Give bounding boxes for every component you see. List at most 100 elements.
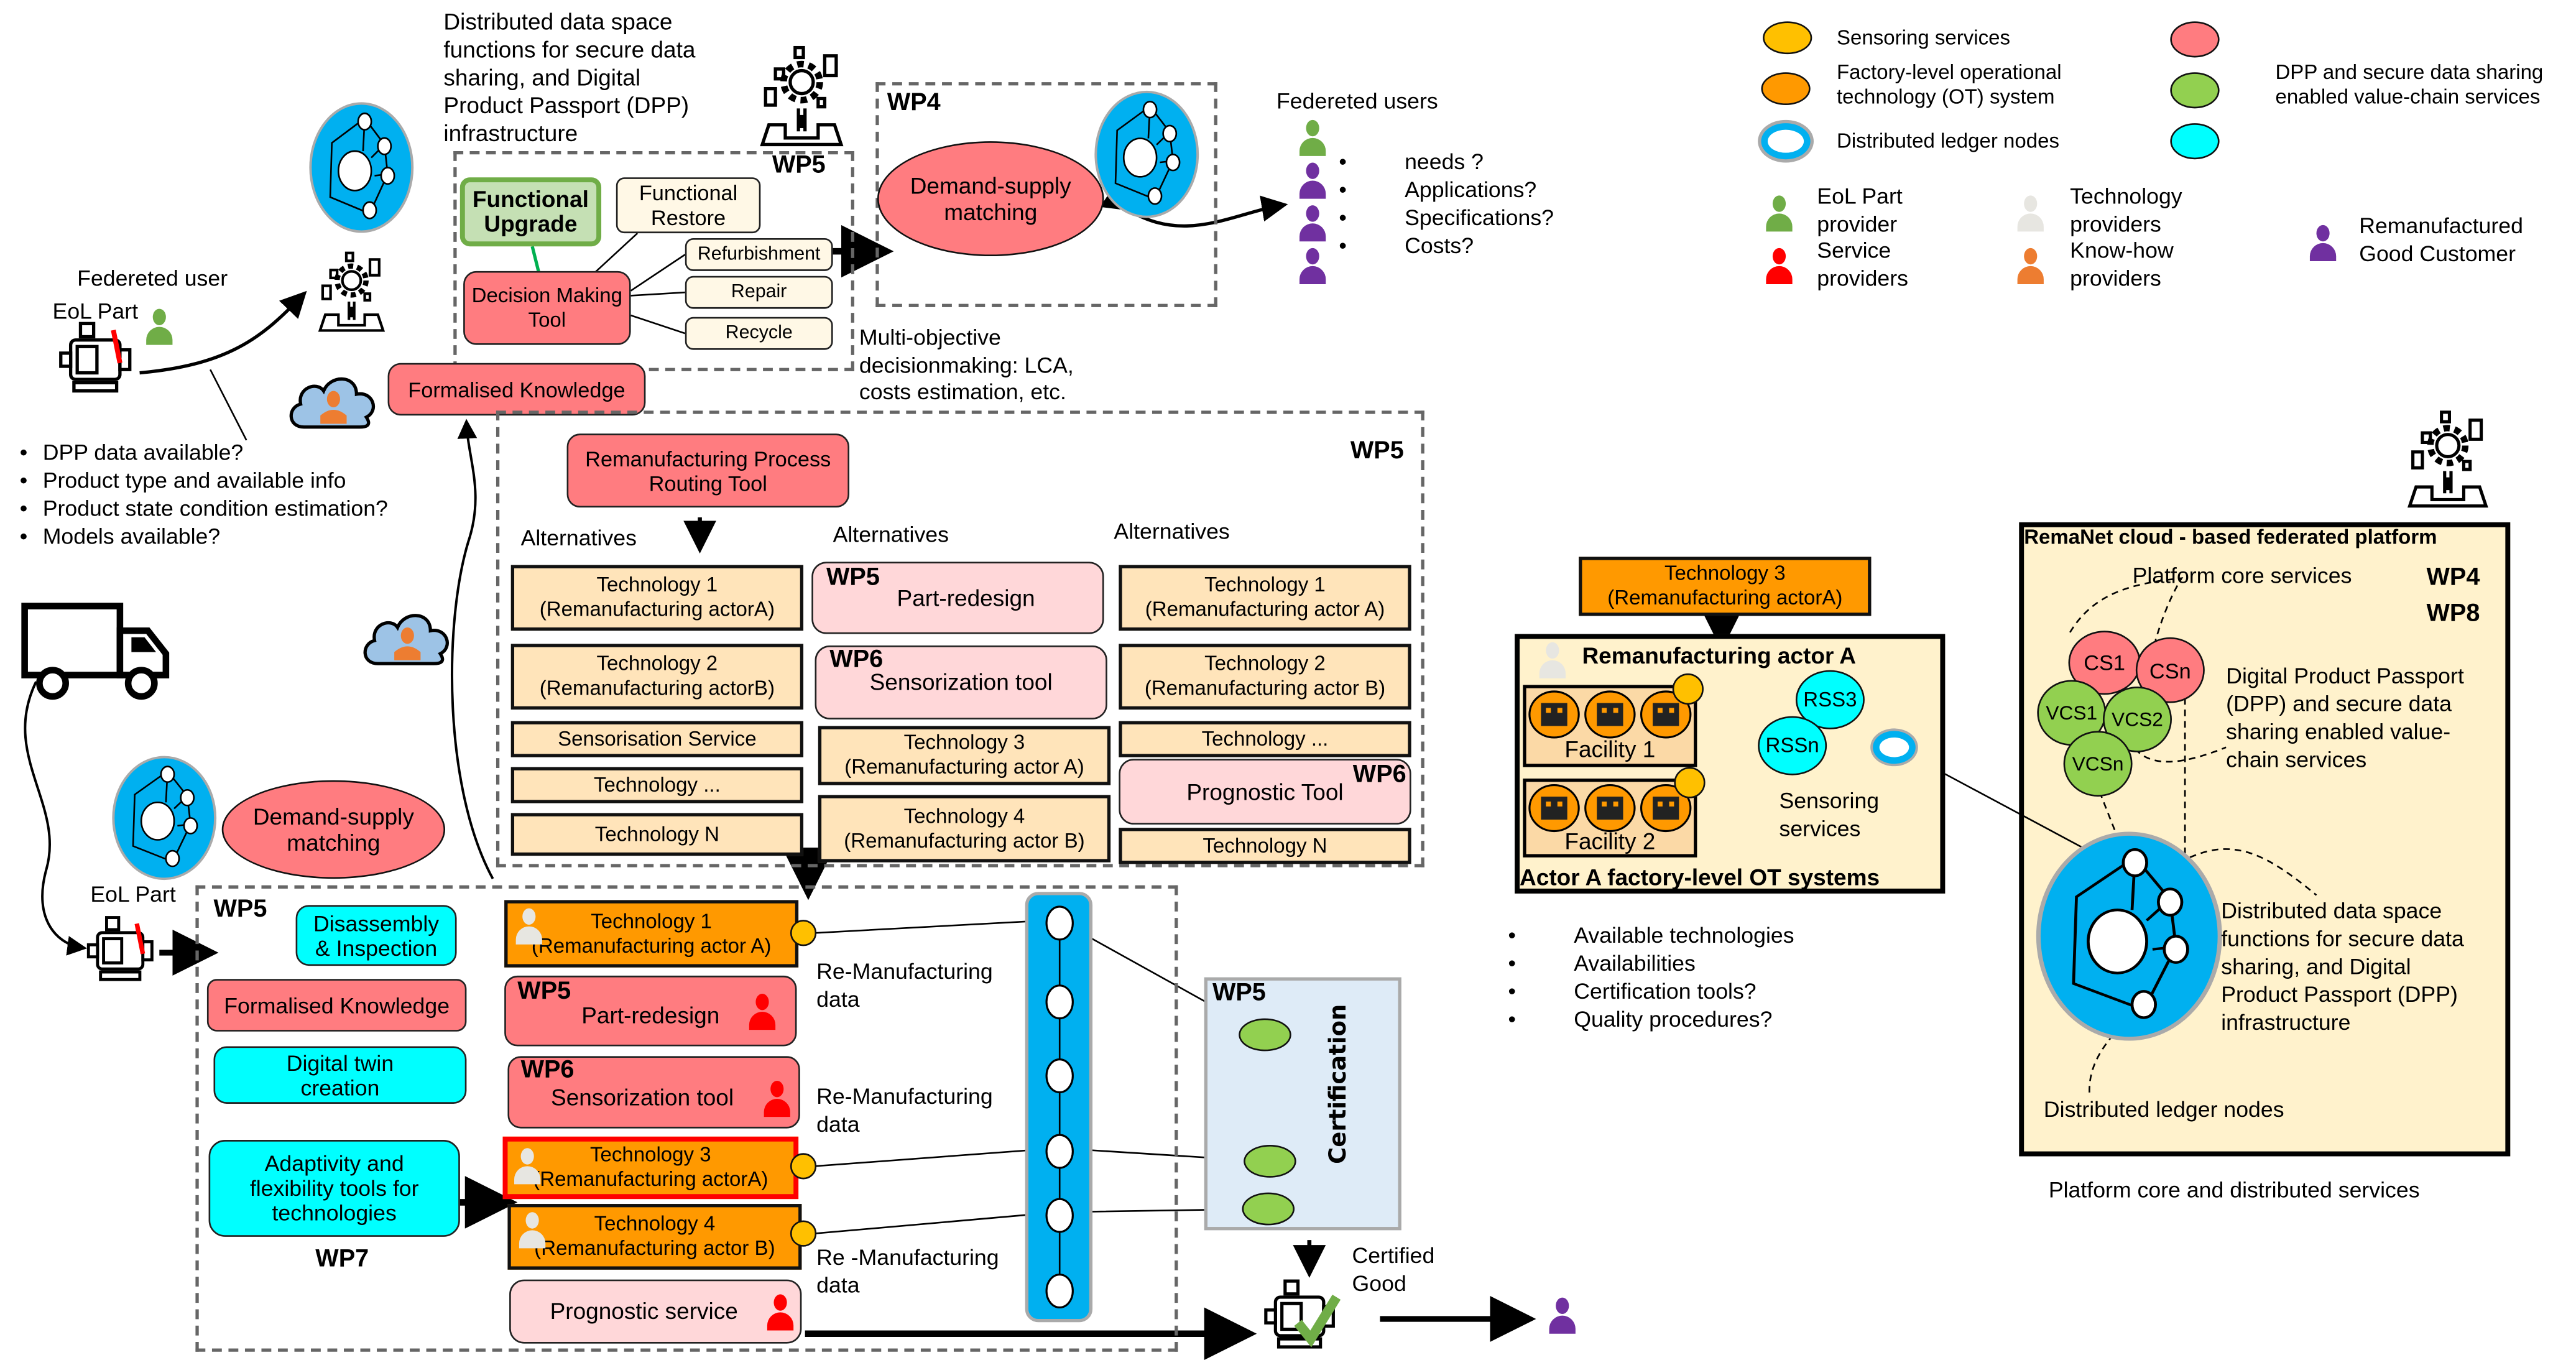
eol-provider-person-icon	[1766, 195, 1793, 232]
ledger-node	[1045, 1134, 1074, 1169]
adaptivity-tools-box[interactable]: Adaptivity and flexibility tools for tec…	[208, 1140, 460, 1237]
question-pointer-line	[210, 369, 247, 441]
gear-platform-icon	[312, 243, 391, 341]
facility-label: Facility 1	[1564, 736, 1656, 762]
disassembly-inspection-box[interactable]: Disassembly & Inspection	[295, 905, 457, 966]
refurbishment-box[interactable]: Refurbishment	[685, 238, 833, 271]
technology-box[interactable]: Technology 4 (Remanufacturing actor B)	[818, 795, 1111, 863]
sensorization-tool-box[interactable]: WP6 Sensorization tool	[507, 1056, 800, 1129]
ledger-node	[1045, 984, 1074, 1020]
bidirectional-arrow	[1100, 185, 1288, 228]
part-redesign-box[interactable]: WP5 Part-redesign	[504, 975, 797, 1047]
motor-icon	[57, 320, 139, 394]
technology-3-box[interactable]: Technology 3 (Remanufacturing actorA)	[1579, 557, 1872, 616]
technology-provider-person-icon	[519, 1212, 546, 1249]
legend-cyan-swatch	[2170, 123, 2220, 160]
service-provider-person-icon	[764, 1080, 790, 1117]
truck-icon	[20, 601, 171, 703]
functional-restore-box[interactable]: Functional Restore	[616, 177, 761, 234]
question-item: Models available?	[20, 522, 388, 550]
truck-to-eol-curve	[24, 681, 87, 956]
technology-box[interactable]: Technology 3 (Remanufacturing actor A)	[818, 726, 1111, 785]
repair-box[interactable]: Repair	[685, 275, 833, 309]
bottom-wp5-box	[195, 885, 1178, 1352]
part-redesign-label: Part-redesign	[581, 1002, 720, 1029]
platform-title: RemaNet cloud - based federated platform	[2024, 525, 2437, 549]
facility-label: Facility 2	[1564, 828, 1656, 854]
alternatives-label: Alternatives	[833, 522, 949, 547]
wp5-label: WP5	[517, 977, 571, 1006]
customer-person-icon	[1299, 205, 1326, 242]
sensoring-service-node	[790, 920, 817, 946]
up-arrow-to-knowledge	[451, 419, 494, 880]
part-redesign-box[interactable]: WP5 Part-redesign	[811, 562, 1104, 634]
eol-part-label: EoL Part	[52, 298, 139, 324]
technology-1-box[interactable]: Technology 1 (Remanufacturing actor A)	[504, 900, 799, 968]
ledger-nodes-label: Distributed ledger nodes	[2043, 1097, 2284, 1122]
demand-supply-matching[interactable]: Demand-supply matching	[877, 141, 1104, 257]
formalised-knowledge-box[interactable]: Formalised Knowledge	[206, 979, 467, 1032]
network-icon	[112, 756, 217, 881]
sensoring-services-label: Sensoring services	[1779, 788, 1880, 841]
legend-eol-label: EoL Part provider	[1817, 183, 1903, 236]
prognostic-service-label: Prognostic service	[550, 1297, 738, 1324]
distributed-data-space-icon	[2036, 831, 2223, 1041]
wp5-label: WP5	[772, 150, 826, 179]
network-icon	[309, 102, 414, 233]
certification-label: Certification	[1326, 1004, 1352, 1164]
prognostic-tool-box[interactable]: Prognostic Tool WP6	[1119, 759, 1411, 825]
sensorization-label: Sensorization tool	[551, 1083, 734, 1110]
sensorisation-service-box[interactable]: Sensorisation Service	[510, 721, 804, 757]
facility-2-box: Facility 2	[1523, 778, 1697, 858]
routing-tool-box[interactable]: Remanufacturing Process Routing Tool	[566, 433, 850, 508]
demand-supply-matching[interactable]: Demand-supply matching	[221, 780, 446, 879]
decision-making-tool-box[interactable]: Decision Making Tool	[463, 271, 631, 345]
technology-box[interactable]: Technology ...	[1119, 721, 1411, 757]
service-provider-person-icon	[1766, 247, 1793, 284]
technology-label: Technology 1 (Remanufacturing actor A)	[531, 909, 772, 957]
question-item: Availabilities	[1508, 950, 1794, 978]
technology-box[interactable]: Technology 1 (Remanufacturing actor A)	[1119, 565, 1411, 631]
technology-box[interactable]: Technology N	[510, 813, 804, 856]
legend-sensoring-swatch	[1763, 21, 1812, 55]
wp7-label: WP7	[315, 1245, 369, 1274]
technology-3-box[interactable]: Technology 3 (Remanufacturing actorA)	[502, 1136, 799, 1200]
wp6-label: WP6	[520, 1056, 575, 1085]
technology-box[interactable]: Technology 2 (Remanufacturing actorB)	[510, 644, 804, 710]
functional-upgrade-box[interactable]: Functional Upgrade	[459, 177, 602, 247]
technology-box[interactable]: Technology ...	[510, 767, 804, 803]
prognostic-service-box[interactable]: Prognostic service	[509, 1279, 802, 1344]
technology-box[interactable]: Technology 2 (Remanufacturing actor B)	[1119, 644, 1411, 710]
wp5-label: WP5	[1212, 979, 1266, 1007]
certified-good-label: Certified Good	[1352, 1243, 1435, 1295]
legend-sensoring-label: Sensoring services	[1836, 26, 2011, 50]
dpp-questions: DPP data available? Product type and ava…	[20, 438, 388, 550]
legend-dpp-label: DPP and secure data sharing enabled valu…	[2275, 60, 2544, 109]
wp4-box	[875, 82, 1217, 307]
core-callout	[2069, 577, 2184, 641]
technology-4-box[interactable]: Technology 4 (Remanufacturing actor B)	[507, 1204, 802, 1270]
routing-wp5-box	[496, 410, 1424, 867]
recycle-link	[630, 314, 686, 335]
recycle-box[interactable]: Recycle	[685, 317, 833, 350]
platform-dpp-text: Digital Product Passport (DPP) and secur…	[2226, 664, 2464, 772]
sensorization-tool-box[interactable]: WP6 Sensorization tool	[815, 645, 1107, 719]
restore-link	[594, 233, 639, 274]
service-provider-person-icon	[767, 1294, 794, 1331]
certification-node	[1244, 1144, 1296, 1178]
customer-person-icon	[2309, 224, 2337, 261]
actor-title: Remanufacturing actor A	[1582, 642, 1856, 669]
factory-ot-icons	[1528, 784, 1692, 833]
sensoring-service-node	[1672, 673, 1704, 705]
technology-box[interactable]: Technology N	[1119, 828, 1411, 864]
knowhow-provider-person-icon	[2017, 247, 2044, 284]
factory-ot-icons	[1528, 690, 1692, 739]
distributed-ledger-node	[1873, 731, 1916, 764]
technology-provider-person-icon	[1539, 642, 1566, 678]
wp4-label: WP4	[2426, 563, 2480, 591]
digital-twin-box[interactable]: Digital twin creation	[213, 1046, 467, 1104]
question-item: Available technologies	[1508, 922, 1794, 950]
formalised-knowledge-box[interactable]: Formalised Knowledge	[387, 363, 646, 416]
technology-box[interactable]: Technology 1 (Remanufacturing actorA)	[510, 565, 804, 631]
wp5-label: WP5	[213, 895, 267, 923]
